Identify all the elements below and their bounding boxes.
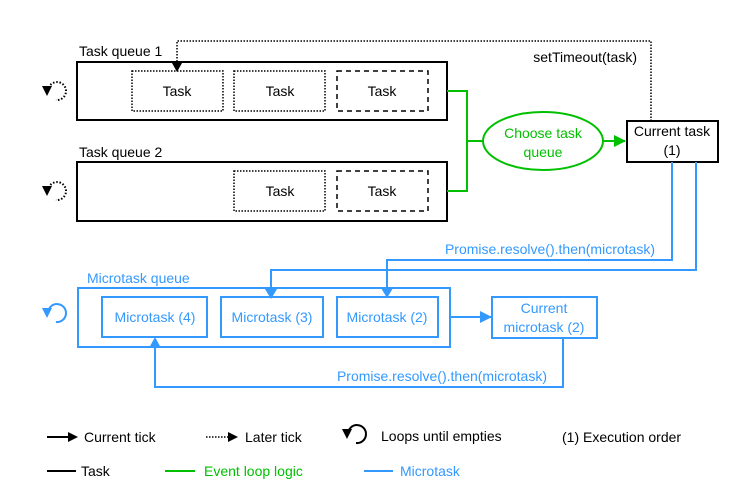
svg-text:Loops until empties: Loops until empties xyxy=(381,428,502,444)
arrowhead xyxy=(265,289,277,299)
microtask-item[interactable]: Microtask (2) xyxy=(336,296,439,338)
svg-text:Current tick: Current tick xyxy=(84,429,157,445)
microtask-queue-label: Microtask queue xyxy=(87,270,190,286)
microtask-label: Microtask (3) xyxy=(232,309,313,325)
choose-task-queue-line2: queue xyxy=(524,144,563,160)
current-task-line2: (1) xyxy=(663,142,680,158)
task-queue-1-label: Task queue 1 xyxy=(79,43,162,59)
task-label: Task xyxy=(266,83,296,99)
arrowhead xyxy=(381,288,393,298)
task-label: Task xyxy=(368,183,398,199)
task-item[interactable]: Task xyxy=(233,70,326,112)
promise-label-bottom: Promise.resolve().then(microtask) xyxy=(337,368,547,384)
legend-loops: Loops until empties xyxy=(342,424,502,445)
loop-icon xyxy=(42,81,67,102)
svg-text:Microtask: Microtask xyxy=(400,463,461,479)
loop-icon xyxy=(42,303,67,324)
loop-icon xyxy=(42,181,67,202)
choose-task-queue-line1: Choose task xyxy=(504,125,583,141)
current-task-node: Current task (1) xyxy=(626,120,719,163)
task-item[interactable]: Task xyxy=(336,70,429,112)
legend: Current tick Later tick Loops until empt… xyxy=(47,424,681,479)
legend-later-tick: Later tick xyxy=(206,429,303,445)
microtask-item[interactable]: Microtask (4) xyxy=(101,296,208,338)
legend-current-tick: Current tick xyxy=(47,429,157,445)
svg-text:Task: Task xyxy=(81,463,111,479)
legend-event-loop-logic: Event loop logic xyxy=(165,463,303,479)
event-loop-connector xyxy=(447,90,484,192)
task-label: Task xyxy=(163,83,193,99)
promise-label-top: Promise.resolve().then(microtask) xyxy=(445,241,655,257)
task-queue-2: Task queue 2 Task Task xyxy=(76,144,448,222)
current-microtask-node: Current microtask (2) xyxy=(491,296,598,339)
legend-execution-order: (1) Execution order xyxy=(562,429,681,445)
microtask-label: Microtask (2) xyxy=(347,309,428,325)
task-queue-1: Task queue 1 Task Task Task xyxy=(76,43,448,121)
task-item[interactable]: Task xyxy=(131,70,224,112)
svg-text:Later tick: Later tick xyxy=(245,429,303,445)
choose-task-queue-node: Choose task queue xyxy=(482,111,604,171)
microtask-item[interactable]: Microtask (3) xyxy=(220,296,324,338)
task-item[interactable]: Task xyxy=(233,170,326,212)
task-queue-2-label: Task queue 2 xyxy=(79,144,162,160)
svg-text:Event loop logic: Event loop logic xyxy=(204,463,303,479)
current-microtask-line1: Current xyxy=(521,300,568,316)
current-microtask-line2: microtask (2) xyxy=(504,319,585,335)
set-timeout-arrow xyxy=(172,40,652,121)
legend-task: Task xyxy=(47,463,111,479)
microtask-label: Microtask (4) xyxy=(115,309,196,325)
legend-microtask: Microtask xyxy=(364,463,461,479)
microtask-queue: Microtask queue Microtask (4) Microtask … xyxy=(77,270,451,348)
set-timeout-label: setTimeout(task) xyxy=(533,49,637,65)
task-label: Task xyxy=(266,183,296,199)
task-item[interactable]: Task xyxy=(336,170,429,212)
promise-arrow-to-microtask-4 xyxy=(149,337,564,388)
current-task-line1: Current task xyxy=(634,123,711,139)
task-label: Task xyxy=(368,83,398,99)
